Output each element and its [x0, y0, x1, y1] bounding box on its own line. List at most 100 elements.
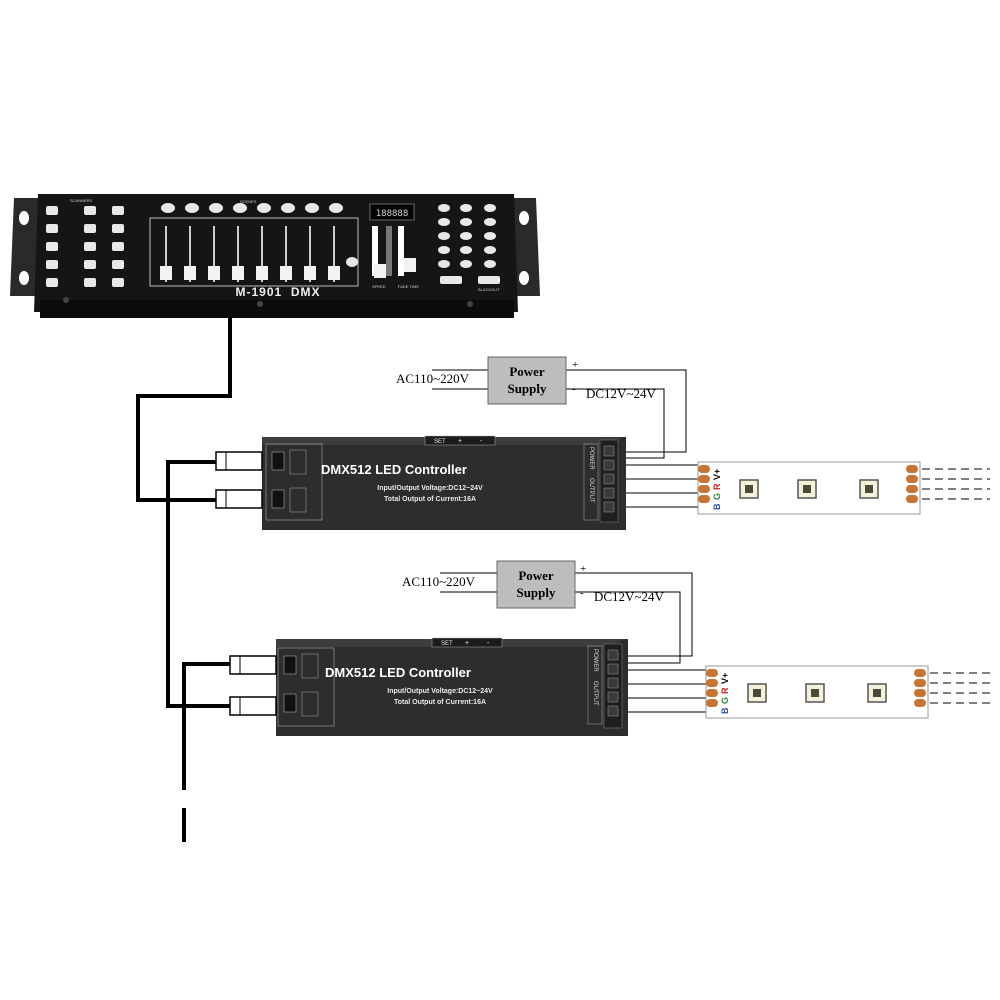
console-button[interactable] [84, 206, 96, 215]
speed-fade-faders [372, 226, 416, 278]
console-model-label: M-1901 DMX [235, 285, 320, 299]
screw [257, 301, 263, 307]
console-button[interactable] [484, 204, 496, 212]
minus-button[interactable]: - [487, 640, 490, 647]
power-supply-title: Supply [507, 381, 547, 396]
console-button[interactable] [112, 260, 124, 269]
console-button[interactable] [46, 242, 58, 251]
console-button[interactable] [84, 278, 96, 287]
console-button[interactable] [161, 203, 175, 213]
set-button[interactable]: SET [434, 439, 446, 445]
console-button[interactable] [185, 203, 199, 213]
fader-knob[interactable] [232, 266, 244, 280]
fader-knob[interactable] [328, 266, 340, 280]
console-button[interactable] [84, 260, 96, 269]
dmx-rj45-port [283, 655, 297, 675]
dmx-connector [215, 451, 263, 471]
fader-knob[interactable] [280, 266, 292, 280]
dmx-cable-console-to-controller1 [136, 318, 232, 502]
button-strip [431, 637, 503, 648]
console-tiny-label: SCANNERS [70, 198, 93, 203]
console-button[interactable] [46, 224, 58, 233]
console-button[interactable] [460, 246, 472, 254]
power-supply-title: Power [509, 364, 545, 379]
minus-button[interactable]: - [480, 438, 483, 445]
console-button[interactable] [233, 203, 247, 213]
plus-button[interactable]: + [465, 640, 469, 647]
controller-current-spec: Total Output of Current:16A [394, 699, 486, 706]
set-button[interactable]: SET [441, 641, 453, 647]
console-button[interactable] [460, 204, 472, 212]
power-terminal-label: POWER [592, 649, 598, 672]
ac-input-label: AC110~220V [396, 371, 470, 386]
dmx-controller-2: SET + - DMX512 LED Controller Input/Outp… [276, 637, 628, 736]
console-button[interactable] [438, 232, 450, 240]
console-button[interactable] [112, 278, 124, 287]
console-button[interactable] [281, 203, 295, 213]
mount-hole [19, 211, 29, 225]
console-button[interactable] [84, 224, 96, 233]
dmx-rj45-port [283, 693, 297, 713]
output-terminal-label: OUTPUT [588, 478, 594, 503]
console-button[interactable] [46, 206, 58, 215]
fader-knob[interactable] [304, 266, 316, 280]
console-tiny-label: SCENES [240, 199, 257, 204]
dmx-rj45-port [271, 489, 285, 509]
console-button[interactable] [460, 218, 472, 226]
console-button[interactable] [438, 246, 450, 254]
console-button[interactable] [46, 260, 58, 269]
console-button[interactable] [484, 246, 496, 254]
pin-label-red: R [712, 483, 722, 490]
power-supply-box [496, 560, 576, 609]
blackout-button[interactable] [478, 276, 500, 284]
dc-output-label: DC12V~24V [586, 386, 656, 401]
console-button[interactable] [346, 257, 358, 267]
console-button[interactable] [84, 242, 96, 251]
fader-knob[interactable] [208, 266, 220, 280]
dmx-connectors-1 [215, 451, 263, 509]
console-button[interactable] [438, 204, 450, 212]
led-strip-1: B G R V+ [697, 461, 990, 515]
console-button[interactable] [112, 206, 124, 215]
mount-hole [19, 271, 29, 285]
dc-output-label: DC12V~24V [594, 589, 664, 604]
dmx-console: 188888 [10, 194, 540, 318]
speed-fader-knob[interactable] [374, 264, 386, 278]
console-button[interactable] [112, 224, 124, 233]
unit-1: Power Supply AC110~220V DC12V~24V + - SE… [215, 356, 990, 530]
console-button[interactable] [460, 260, 472, 268]
plus-button[interactable]: + [458, 438, 462, 445]
dmx-connector [215, 489, 263, 509]
power-supply-box [487, 356, 567, 405]
console-button[interactable] [438, 260, 450, 268]
dmx-port-panel [265, 443, 323, 521]
ac-input-label: AC110~220V [402, 574, 476, 589]
strip-continuation [922, 468, 990, 500]
scanner-buttons [46, 206, 124, 287]
console-button[interactable] [257, 203, 271, 213]
console-button[interactable] [484, 232, 496, 240]
unit-2: Power Supply AC110~220V DC12V~24V + - SE… [229, 560, 995, 736]
console-button[interactable] [438, 218, 450, 226]
screw [467, 301, 473, 307]
power-terminal-label: POWER [588, 447, 594, 470]
console-button[interactable] [460, 232, 472, 240]
button-strip [424, 435, 496, 446]
console-button[interactable] [209, 203, 223, 213]
console-button[interactable] [484, 218, 496, 226]
console-button[interactable] [329, 203, 343, 213]
scene-buttons [161, 203, 343, 213]
console-button[interactable] [46, 278, 58, 287]
pin-label-blue: B [712, 503, 722, 510]
console-button[interactable] [440, 276, 462, 284]
dmx-controller-1: SET + - DMX512 LED Controller Input/Outp… [262, 435, 626, 530]
console-button[interactable] [305, 203, 319, 213]
console-button[interactable] [484, 260, 496, 268]
fader-knob[interactable] [256, 266, 268, 280]
fade-fader-knob[interactable] [404, 258, 416, 272]
power-supply-title: Power [518, 568, 554, 583]
fader-knob[interactable] [160, 266, 172, 280]
console-button[interactable] [112, 242, 124, 251]
fader-knob[interactable] [184, 266, 196, 280]
minus-label: - [572, 383, 576, 395]
